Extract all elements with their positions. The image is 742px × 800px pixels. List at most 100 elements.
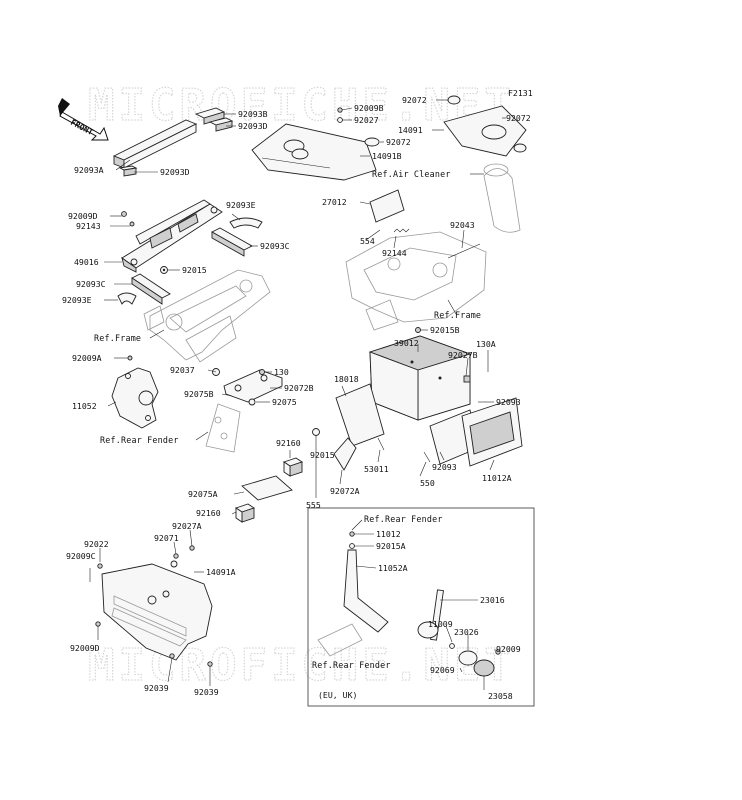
part-11012A-cover [461, 397, 523, 467]
label-14091A: 14091A [206, 567, 236, 577]
ref-air-cleaner-duct [483, 163, 521, 233]
pin-53011-icon [377, 437, 385, 451]
label-ref-air-cleaner: Ref.Air Cleaner [372, 169, 451, 179]
label-554: 554 [360, 236, 375, 246]
label-23026: 23026 [454, 627, 479, 637]
label-92093D-top: 92093D [238, 121, 268, 131]
label-92072-right: 92072 [506, 113, 531, 123]
label-ref-rear-fender-c: Ref.Rear Fender [312, 660, 391, 670]
label-92143: 92143 [76, 221, 101, 231]
bracket-92072A-icon [333, 437, 357, 471]
part-49016-bracket [121, 199, 223, 273]
label-92015B: 92015B [430, 325, 460, 335]
bolt-92027A-icon [189, 545, 195, 551]
bolt-130-icon [259, 369, 265, 375]
nut-92027B-icon [463, 375, 471, 383]
part-23058-lens [473, 659, 495, 677]
label-555: 555 [306, 500, 321, 510]
washer-92015-b-icon [312, 428, 320, 436]
frame-left [143, 269, 271, 363]
label-92093A: 92093A [74, 165, 104, 175]
label-92015A: 92015A [376, 541, 406, 551]
label-92027A: 92027A [172, 521, 202, 531]
label-92093-b: 92093 [432, 462, 457, 472]
part-92093B-pad [194, 107, 226, 125]
label-92075: 92075 [272, 397, 297, 407]
label-92072-top: 92072 [402, 95, 427, 105]
label-ref-rear-fender-a: Ref.Rear Fender [100, 435, 179, 445]
part-14091B-cover [251, 123, 377, 181]
bolt-92043-icon [447, 243, 481, 259]
label-23016: 23016 [480, 595, 505, 605]
label-92027: 92027 [354, 115, 379, 125]
collar-92075-icon [248, 398, 256, 406]
label-92039-a: 92039 [144, 683, 169, 693]
part-14091-plate [443, 105, 527, 157]
label-ref-frame-right: Ref.Frame [434, 310, 481, 320]
part-23026-ring [458, 650, 478, 666]
part-11052-bracket [111, 367, 159, 429]
label-92093E-right: 92093E [226, 200, 256, 210]
grommet-92072-mid-icon [364, 137, 380, 147]
leader-lines [97, 99, 506, 690]
label-92009C: 92009C [66, 551, 96, 561]
figure-code: F2131 [508, 88, 533, 98]
label-92009A: 92009A [72, 353, 102, 363]
bolt-92009A-icon [127, 355, 133, 361]
bolt-92009D-lower-icon [95, 621, 101, 627]
label-49016: 49016 [74, 257, 99, 267]
part-14091A-guard [101, 560, 213, 661]
label-92037: 92037 [170, 365, 195, 375]
bolt-92009D-icon [121, 211, 127, 217]
bolt-92143-icon [129, 221, 135, 227]
label-92093E-left: 92093E [62, 295, 92, 305]
label-92075A: 92075A [188, 489, 218, 499]
label-92043: 92043 [450, 220, 475, 230]
part-92093C-right [211, 227, 253, 257]
label-53011: 53011 [364, 464, 389, 474]
bolt-92039-a-icon [169, 653, 175, 659]
label-92093-a: 92093 [496, 397, 521, 407]
part-27012-bracket [369, 189, 405, 223]
eu-uk-box [307, 507, 535, 707]
label-11052: 11052 [72, 401, 97, 411]
label-130A: 130A [476, 339, 496, 349]
label-92015-b: 92015 [310, 450, 335, 460]
label-92072-mid: 92072 [386, 137, 411, 147]
part-92093C-left [131, 273, 171, 305]
part-92093A-bar [112, 119, 198, 169]
part-92093E-right [229, 217, 263, 229]
label-92093C-left: 92093C [76, 279, 106, 289]
label-92093B: 92093B [238, 109, 268, 119]
label-11052A: 11052A [378, 563, 408, 573]
label-550: 550 [420, 478, 435, 488]
part-labels: 92093B 92093D 92093A 92093D 92009D 92143… [62, 95, 531, 701]
label-14091: 14091 [398, 125, 423, 135]
bolt-92071-icon [173, 553, 179, 559]
bolt-11012-icon [349, 531, 355, 537]
part-92093D-pad-mid [118, 165, 138, 177]
label-39012: 39012 [394, 338, 419, 348]
nut-92015B-icon [415, 327, 421, 333]
label-11012A: 11012A [482, 473, 512, 483]
label-14091B: 14091B [372, 151, 402, 161]
label-92160-a: 92160 [276, 438, 301, 448]
label-ref-rear-fender-b: Ref.Rear Fender [364, 514, 443, 524]
grommet-92072-top-icon [447, 95, 461, 105]
watermark-top: MICROFICHE.NET [88, 80, 515, 131]
label-92009D-a: 92009D [68, 211, 98, 221]
label-ref-frame-left: Ref.Frame [94, 333, 141, 343]
label-92022: 92022 [84, 539, 109, 549]
bolt-92039-b-icon [207, 661, 213, 667]
label-11012: 11012 [376, 529, 401, 539]
label-92144: 92144 [382, 248, 407, 258]
label-92093C-right: 92093C [260, 241, 290, 251]
nut-92015A-icon [349, 543, 355, 549]
label-92075B: 92075B [184, 389, 214, 399]
part-23016-light [417, 589, 444, 641]
label-27012: 27012 [322, 197, 347, 207]
label-92069: 92069 [430, 665, 455, 675]
label-92009D-b: 92009D [70, 643, 100, 653]
label-18018: 18018 [334, 374, 359, 384]
label-11009: 11009 [428, 619, 453, 629]
